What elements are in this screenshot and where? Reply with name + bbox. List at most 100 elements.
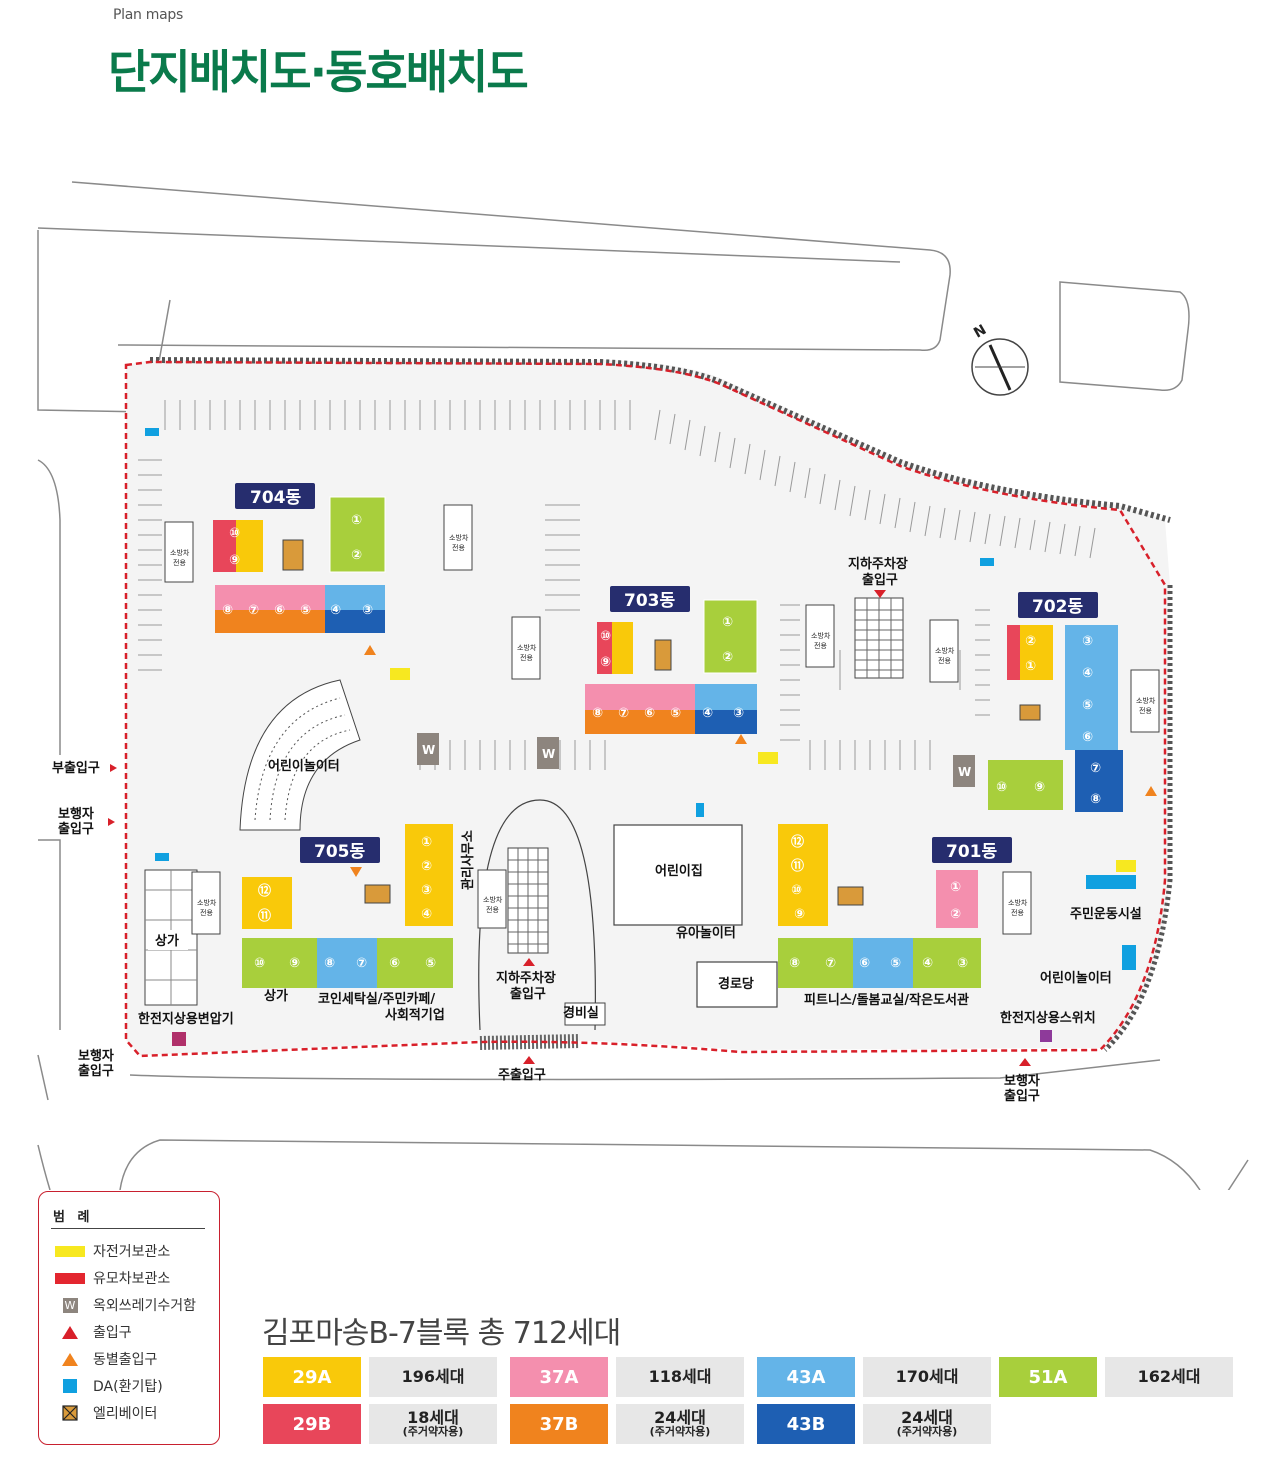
dong-702-label: 702동: [1032, 597, 1083, 617]
north-label: N: [971, 322, 989, 342]
svg-text:⑧: ⑧: [592, 706, 603, 721]
svg-text:①: ①: [950, 880, 961, 895]
svg-text:④: ④: [702, 706, 713, 721]
dong-705-label: 705동: [314, 842, 365, 862]
svg-text:④: ④: [330, 603, 341, 618]
svg-text:W: W: [422, 743, 435, 757]
svg-text:전용: 전용: [173, 558, 186, 567]
transformer-marker-icon: [172, 1032, 186, 1046]
dong-703-label: 703동: [624, 591, 675, 611]
sangga-705-label: 상가: [264, 989, 288, 1004]
count-37b: 24세대(주거약자용): [616, 1404, 744, 1444]
count-29a: 196세대: [369, 1357, 497, 1397]
fitness-label: 피트니스/돌봄교실/작은도서관: [804, 992, 969, 1008]
svg-text:전용: 전용: [938, 656, 951, 665]
ped-left-label-1: 보행자: [58, 806, 94, 822]
svg-text:전용: 전용: [452, 543, 465, 552]
svg-text:⑩: ⑩: [229, 526, 240, 541]
legend-item-elevator: 엘리베이터: [53, 1402, 157, 1424]
svg-text:⑪: ⑪: [791, 858, 804, 874]
svg-text:소방차: 소방차: [170, 548, 190, 557]
svg-text:③: ③: [957, 956, 968, 971]
type-29a: 29A: [263, 1357, 361, 1397]
svg-text:전용: 전용: [1011, 908, 1024, 917]
svg-text:③: ③: [421, 883, 432, 898]
svg-text:②: ②: [351, 548, 362, 563]
svg-text:소방차: 소방차: [935, 646, 955, 655]
count-43b: 24세대(주거약자용): [863, 1404, 991, 1444]
parking-rows: [138, 400, 1096, 770]
playground-left-label: 어린이놀이터: [268, 758, 340, 774]
north-compass-icon: N: [971, 322, 1029, 396]
svg-text:소방차: 소방차: [483, 895, 503, 904]
legend-item-bicycle: 자전거보관소: [53, 1240, 170, 1262]
parking-bottom-label-2: 출입구: [510, 986, 546, 1002]
legend-item-building-entrance: 동별출입구: [53, 1348, 157, 1370]
ped-bottom-left-label-2: 출입구: [78, 1063, 114, 1079]
social-enterprise-label: 사회적기업: [385, 1007, 445, 1023]
building-entrance-orange-triangle-icon: [53, 1352, 87, 1366]
svg-text:소방차: 소방차: [197, 898, 217, 907]
daycare-label: 어린이집: [655, 863, 703, 879]
ped-bottom-right-label-1: 보행자: [1004, 1073, 1040, 1089]
entrance-labels: 부출입구 보행자 출입구 보행자 출입구 주출입구 보행자 출입구: [52, 760, 1040, 1104]
senior-label: 경로당: [718, 976, 754, 992]
svg-text:소방차: 소방차: [811, 631, 831, 640]
switch-label: 한전지상용스위치: [1000, 1010, 1096, 1026]
svg-text:⑩: ⑩: [600, 629, 611, 644]
svg-text:⑫: ⑫: [258, 883, 271, 899]
daycare-building: 어린이집 유아놀이터: [613, 824, 743, 941]
svg-text:⑤: ⑤: [300, 603, 311, 618]
svg-text:①: ①: [1025, 659, 1036, 674]
stroller-storage-icon: [53, 1271, 87, 1285]
svg-text:⑫: ⑫: [791, 834, 804, 850]
svg-text:④: ④: [421, 907, 432, 922]
da-vent-markers: [145, 428, 1136, 970]
count-51a: 162세대: [1105, 1357, 1233, 1397]
map-legend: 범 례 자전거보관소 유모차보관소 W 옥외쓰레기수거함 출입구 동별출입구 D…: [38, 1191, 220, 1445]
waste-bin-icons: W W W: [417, 733, 975, 787]
svg-text:⑤: ⑤: [670, 706, 681, 721]
svg-text:②: ②: [950, 907, 961, 922]
type-37a: 37A: [510, 1357, 608, 1397]
svg-text:⑨: ⑨: [794, 907, 805, 922]
svg-text:W: W: [542, 747, 555, 761]
count-43a: 170세대: [863, 1357, 991, 1397]
transformer-label: 한전지상용변압기: [138, 1011, 234, 1027]
svg-text:⑥: ⑥: [859, 956, 870, 971]
infant-play-label: 유아놀이터: [676, 925, 736, 941]
legend-item-entrance: 출입구: [53, 1321, 132, 1343]
svg-text:⑨: ⑨: [1034, 780, 1045, 795]
svg-text:전용: 전용: [200, 908, 213, 917]
svg-text:전용: 전용: [520, 653, 533, 662]
type-29b: 29B: [263, 1404, 361, 1444]
parking-top-label-1: 지하주차장: [848, 556, 908, 572]
svg-text:⑦: ⑦: [1090, 761, 1101, 776]
svg-text:W: W: [958, 765, 971, 779]
legend-divider: [51, 1228, 205, 1229]
svg-text:⑪: ⑪: [258, 908, 271, 924]
svg-text:⑥: ⑥: [274, 603, 285, 618]
playground-right-label: 어린이놀이터: [1040, 970, 1112, 986]
svg-text:⑨: ⑨: [600, 655, 611, 670]
svg-text:②: ②: [722, 650, 733, 665]
svg-text:⑧: ⑧: [789, 956, 800, 971]
parking-top-label-2: 출입구: [862, 572, 898, 588]
legend-title: 범 례: [53, 1210, 94, 1225]
ped-bottom-right-label-2: 출입구: [1004, 1088, 1040, 1104]
ped-bottom-left-label-1: 보행자: [78, 1048, 114, 1064]
sangga-left-label: 상가: [155, 934, 179, 949]
svg-text:⑧: ⑧: [222, 603, 233, 618]
count-37a: 118세대: [616, 1357, 744, 1397]
bicycle-storage-icon: [53, 1244, 87, 1258]
svg-text:⑤: ⑤: [425, 956, 436, 971]
dong-704-label: 704동: [250, 488, 301, 508]
svg-text:④: ④: [922, 956, 933, 971]
svg-text:⑨: ⑨: [289, 956, 300, 971]
svg-text:⑨: ⑨: [229, 553, 240, 568]
